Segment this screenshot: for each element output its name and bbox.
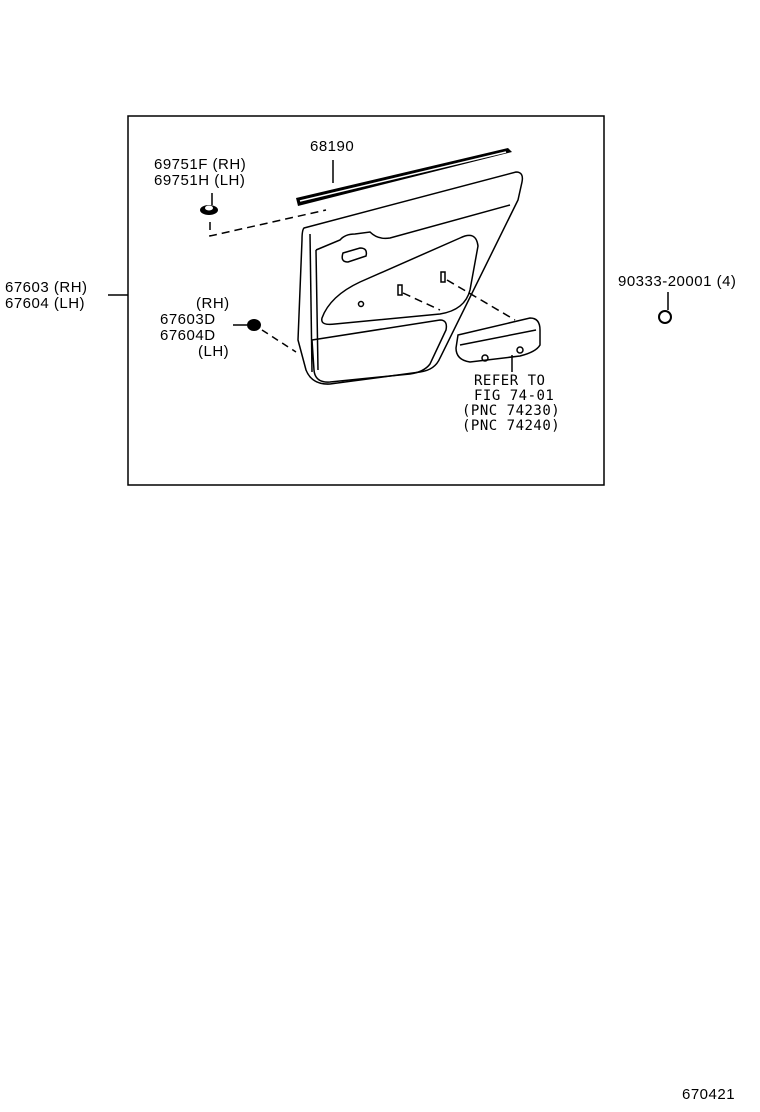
figure-id: 670421 — [682, 1086, 736, 1103]
part-label-screw: 90333-20001 (4) — [618, 273, 737, 290]
part-label-panel-lh: 67604 (LH) — [5, 295, 86, 312]
part-label-bolt-67603d: 67603D — [160, 311, 216, 328]
part-label-clip-lh: 69751H (LH) — [154, 172, 246, 189]
bolt-drawing — [233, 319, 297, 353]
ref-line-4: (PNC 74240) — [462, 418, 561, 434]
weatherstrip-drawing — [296, 148, 512, 206]
part-label-bolt-rh: (RH) — [196, 295, 230, 312]
part-label-bolt-lh: (LH) — [198, 343, 230, 360]
clip-drawing — [200, 193, 327, 237]
part-label-68190: 68190 — [310, 138, 355, 155]
ref-line-1: REFER TO — [474, 373, 546, 389]
door-trim-panel-drawing — [297, 171, 524, 385]
part-label-panel-rh: 67603 (RH) — [5, 279, 88, 296]
armrest-drawing — [455, 317, 541, 372]
part-label-bolt-67604d: 67604D — [160, 327, 216, 344]
part-label-clip-rh: 69751F (RH) — [154, 156, 247, 173]
ref-line-2: FIG 74-01 — [474, 388, 555, 404]
ref-line-3: (PNC 74230) — [462, 403, 561, 419]
diagram-frame — [127, 115, 605, 486]
screw-drawing — [658, 310, 672, 324]
